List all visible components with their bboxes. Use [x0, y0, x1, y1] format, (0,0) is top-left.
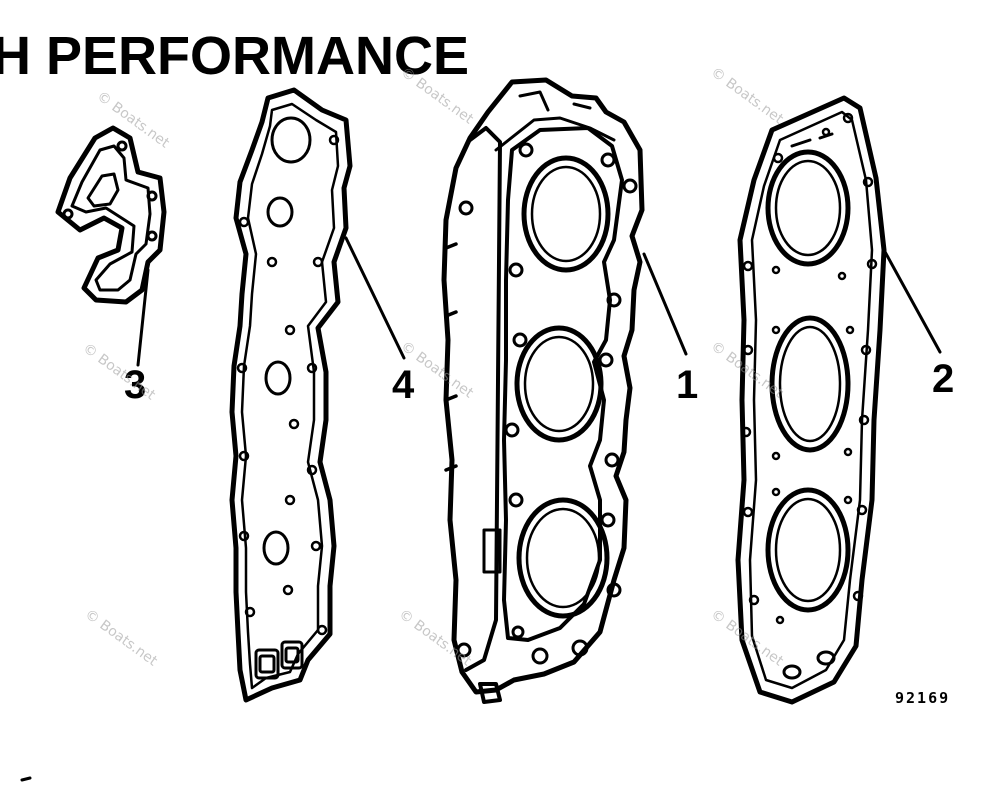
part-1-cylinder-head[interactable]	[441, 77, 688, 704]
watermark-text: © Boats.net	[708, 64, 787, 127]
part-3-small-gasket[interactable]	[55, 125, 167, 367]
watermark-text: © Boats.net	[396, 606, 475, 669]
part-4-cover-gasket[interactable]	[229, 87, 406, 703]
part-2-head-gasket[interactable]	[735, 95, 942, 705]
callout-2: 2	[932, 357, 954, 401]
callout-4: 4	[392, 363, 415, 407]
callout-1: 1	[676, 363, 698, 407]
diagram-title: H PERFORMANCE	[0, 26, 469, 86]
watermark-text: © Boats.net	[80, 340, 159, 403]
callout-3: 3	[124, 363, 146, 407]
watermark-text: © Boats.net	[82, 606, 161, 669]
stray-mark	[20, 776, 32, 782]
drawing-number: 92169	[895, 689, 950, 707]
